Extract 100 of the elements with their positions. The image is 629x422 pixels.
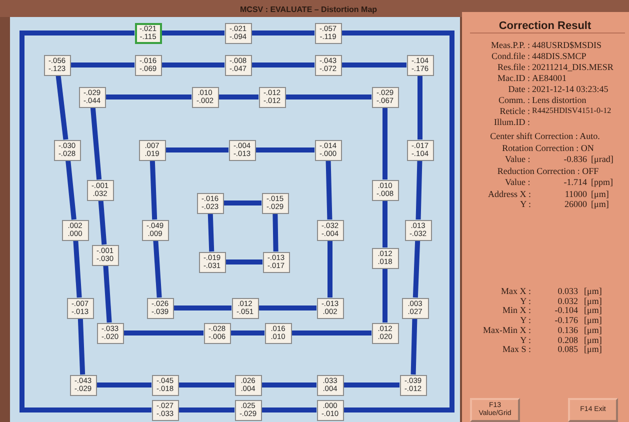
- window-title: MCSV : EVALUATE – Distortion Map: [240, 5, 378, 15]
- value-box: [92, 244, 118, 266]
- field-value: 448DIS.SMCP: [532, 51, 586, 61]
- field-label: Y :: [520, 199, 531, 209]
- grid-line: [416, 160, 422, 220]
- value-box: [262, 192, 288, 214]
- field-label: Value :: [505, 177, 530, 187]
- value-box: [70, 374, 96, 396]
- value-box: [192, 86, 218, 108]
- unit-label: [μm]: [591, 199, 609, 209]
- field-value: 26000: [564, 199, 587, 209]
- unit-label: [μrad]: [591, 154, 614, 164]
- value-box: [224, 54, 252, 76]
- field-label: Comm. :: [498, 95, 530, 105]
- grid-line: [78, 318, 86, 375]
- grid-line: [252, 30, 314, 36]
- grid-line: [412, 240, 420, 298]
- field-value: Lens distortion: [532, 95, 586, 105]
- value-box: [234, 400, 262, 420]
- field-label: Y :: [520, 296, 531, 306]
- value-box: [44, 54, 70, 76]
- field-value: 448USRD$MSDIS: [532, 40, 602, 50]
- grid-line: [150, 160, 158, 220]
- grid-line: [256, 148, 314, 152]
- panel-heading: Correction Result: [498, 20, 592, 33]
- value-box: [228, 140, 256, 160]
- value-box: [264, 322, 292, 344]
- value-box: [198, 252, 226, 272]
- setting-line: Rotation Correction : ON: [502, 143, 594, 153]
- value-box: [316, 400, 344, 420]
- unit-label: [μm]: [584, 305, 602, 316]
- setting-line: Center shift Correction : Auto.: [490, 131, 600, 141]
- value-box: [372, 322, 398, 344]
- value-box: [234, 374, 262, 396]
- grid-line: [162, 62, 224, 68]
- value-box: [258, 86, 286, 108]
- value-box: [314, 22, 342, 44]
- value-box: [66, 298, 94, 318]
- grid-line: [218, 94, 258, 100]
- value-box: [146, 298, 174, 318]
- grid-line: [252, 62, 314, 68]
- value-box: [400, 374, 426, 396]
- field-value: 11000: [564, 189, 587, 199]
- grid-line: [224, 200, 262, 206]
- field-value: 0.032: [558, 296, 578, 306]
- field-label: Max-Min X :: [483, 324, 531, 335]
- grid-line: [418, 76, 422, 140]
- field-label: Address X :: [488, 189, 531, 199]
- value-box: [372, 180, 398, 200]
- grid-line: [286, 94, 372, 100]
- value-box: [142, 220, 168, 240]
- grid-line: [106, 94, 192, 100]
- field-value: -0.176: [554, 315, 578, 326]
- value-box: [96, 322, 124, 344]
- grid-line: [153, 240, 162, 298]
- grid-line: [98, 200, 107, 245]
- grid-line: [382, 108, 388, 180]
- value-box: [316, 298, 344, 318]
- value-box: [138, 140, 166, 160]
- unit-label: [μm]: [584, 334, 602, 344]
- field-value: -0.104: [554, 305, 578, 316]
- value-box: [224, 22, 252, 44]
- value-box: [372, 86, 398, 108]
- value-box: [262, 252, 290, 272]
- field-value: AE84001: [532, 73, 566, 83]
- value-box: [78, 86, 106, 108]
- grid-line: [103, 265, 112, 323]
- grid-line: [162, 30, 224, 36]
- field-value: -1.714: [564, 177, 587, 187]
- grid-line: [70, 62, 134, 68]
- grid-line: [262, 408, 316, 412]
- value-box: [134, 22, 162, 44]
- grid-line: [178, 382, 234, 388]
- field-label: Date :: [508, 84, 530, 94]
- field-value: 0.136: [558, 324, 578, 335]
- value-box: [134, 54, 162, 76]
- field-label: Cond.file :: [492, 51, 530, 61]
- value-box: [406, 54, 434, 76]
- field-value: 0.208: [558, 334, 578, 344]
- grid-line: [56, 75, 68, 140]
- grid-line: [292, 330, 372, 336]
- grid-line: [328, 240, 332, 298]
- unit-label: [ppm]: [591, 177, 613, 187]
- value-box: [316, 220, 344, 240]
- grid-line: [90, 107, 102, 180]
- value-box: [152, 400, 178, 420]
- field-label: Meas.P.P. :: [490, 40, 530, 50]
- unit-label: [μm]: [584, 344, 602, 354]
- grid-line: [344, 382, 400, 388]
- grid-line: [73, 240, 82, 298]
- field-value: 20211214_DIS.MESR: [532, 62, 614, 72]
- field-label: Min X :: [502, 305, 531, 316]
- grid-line: [178, 408, 234, 412]
- value-box: [62, 220, 88, 240]
- value-box: [86, 180, 114, 200]
- field-label: Illum.ID :: [494, 117, 530, 127]
- field-label: Value :: [505, 154, 530, 164]
- value-box: [196, 192, 224, 214]
- grid-line: [258, 306, 316, 310]
- grid-line: [342, 62, 406, 68]
